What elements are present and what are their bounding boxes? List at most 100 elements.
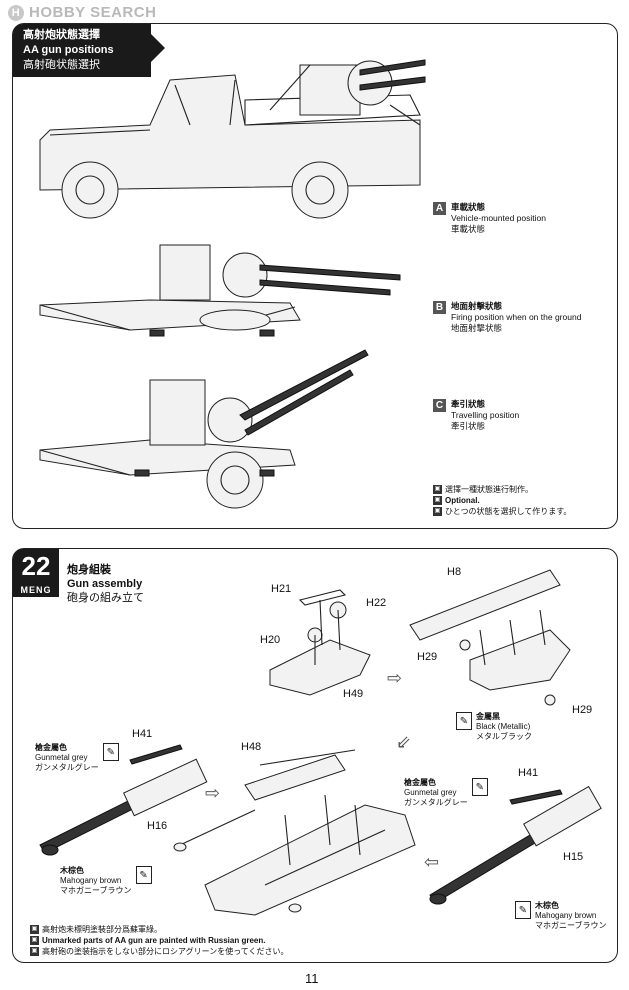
paint-brush-icon: ✎ — [456, 712, 472, 730]
note-jp-icon: ▣ — [30, 947, 39, 957]
subassembly-breech — [269, 589, 371, 696]
arrow-step-2: ⇙ — [396, 732, 411, 753]
part-h41-right: H41 — [518, 767, 539, 779]
aa-header-arrow — [151, 34, 165, 62]
option-a-letter: A — [433, 202, 446, 215]
paint-brush-icon: ✎ — [515, 901, 531, 919]
note-en-icon: ▣ — [30, 936, 39, 946]
paint-mahogany-right: ✎ 木棕色 Mahogany brown マホガニーブラウン — [515, 901, 607, 931]
step22-note-jp: 高射砲の塗装指示をしない部分にロシアグリーンを使ってください。 — [42, 947, 289, 956]
step-number: 22 — [13, 549, 59, 583]
paint-mahogany-left: 木棕色 Mahogany brown マホガニーブラウン ✎ — [60, 866, 152, 896]
paint-gunmetal-right-jp: ガンメタルグレー — [404, 798, 468, 807]
paint-gunmetal-left-cn: 槍金屬色 — [35, 743, 67, 752]
option-a-jp: 車載状態 — [451, 224, 486, 234]
paint-mahogany-right-cn: 木棕色 — [535, 901, 559, 910]
arrow-right-icon — [151, 34, 165, 62]
paint-black-jp: メタルブラック — [476, 732, 532, 741]
watermark-text: HOBBY SEARCH — [29, 4, 157, 21]
aa-positions-header: 高射炮狀態選擇 AA gun positions 高射砲状態選択 — [13, 24, 151, 77]
part-h16: H16 — [147, 820, 168, 832]
barrel-left — [39, 744, 208, 856]
option-a-cn: 車載狀態 — [451, 202, 486, 212]
step22-note-en: Unmarked parts of AA gun are painted wit… — [42, 936, 266, 945]
note-en-icon: ▣ — [433, 496, 442, 506]
watermark-logo: H HOBBY SEARCH — [8, 4, 156, 21]
paint-mahogany-right-en: Mahogany brown — [535, 911, 597, 920]
step22-title-cn: 炮身組裝 — [67, 564, 111, 576]
part-h22: H22 — [366, 597, 387, 609]
illustration-ground-firing — [39, 244, 401, 337]
paint-brush-icon: ✎ — [102, 743, 119, 761]
step22-panel: 22 MENG 炮身組裝 Gun assembly 砲身の組み立て — [12, 548, 618, 963]
option-a: A 車載狀態 Vehicle-mounted position 車載状態 — [433, 202, 546, 235]
part-h49: H49 — [343, 688, 364, 700]
paint-gunmetal-right-cn: 槍金屬色 — [404, 778, 436, 787]
option-b-letter: B — [433, 301, 446, 314]
paint-gunmetal-right: 槍金屬色 Gunmetal grey ガンメタルグレー ✎ — [404, 778, 488, 808]
part-h29-b: H29 — [572, 704, 593, 716]
step22-title-en: Gun assembly — [67, 578, 143, 590]
option-b-jp: 地面射撃状態 — [451, 323, 503, 333]
arrow-down-left-icon: ⇙ — [396, 732, 412, 752]
arrow-right-outline-icon: ⇨ — [205, 783, 221, 803]
option-b: B 地面射擊狀態 Firing position when on the gro… — [433, 301, 581, 334]
option-a-en: Vehicle-mounted position — [451, 213, 546, 223]
part-h8: H8 — [447, 566, 462, 578]
note-cn-icon: ▣ — [30, 925, 39, 935]
part-h20: H20 — [260, 634, 281, 646]
part-h48: H48 — [241, 741, 262, 753]
paint-black-metallic: ✎ 金屬黑 Black (Metallic) メタルブラック — [456, 712, 532, 742]
step22-title-jp: 砲身の組み立て — [67, 592, 144, 604]
option-b-cn: 地面射擊狀態 — [451, 301, 503, 311]
watermark-badge-icon: H — [8, 4, 24, 21]
option-c-cn: 牽引狀態 — [451, 399, 486, 409]
illustration-vehicle-mounted — [39, 59, 426, 219]
arrow-step-1: ⇨ — [387, 668, 402, 689]
paint-black-cn: 金屬黑 — [476, 712, 500, 721]
part-h15: H15 — [563, 851, 584, 863]
paint-brush-icon: ✎ — [135, 866, 152, 884]
note-cn-icon: ▣ — [433, 485, 442, 495]
barrel-right — [429, 785, 602, 905]
paint-gunmetal-left: 槍金屬色 Gunmetal grey ガンメタルグレー ✎ — [35, 743, 119, 773]
option-c-letter: C — [433, 399, 446, 412]
option-c-en: Travelling position — [451, 410, 520, 420]
paint-gunmetal-left-jp: ガンメタルグレー — [35, 763, 99, 772]
paint-gunmetal-left-en: Gunmetal grey — [35, 753, 88, 762]
part-h29-a: H29 — [417, 651, 438, 663]
option-c: C 牽引狀態 Travelling position 牽引状態 — [433, 399, 519, 432]
option-c-jp: 牽引状態 — [451, 421, 486, 431]
note-jp-icon: ▣ — [433, 507, 442, 517]
step22-title: 炮身組裝 Gun assembly 砲身の組み立て — [67, 563, 144, 605]
step22-note-cn: 高射炮未標明塗裝部分爲蘇軍綠。 — [42, 925, 162, 934]
note-en: Optional. — [445, 496, 480, 505]
note-jp: ひとつの状態を選択して作ります。 — [445, 507, 572, 516]
option-b-en: Firing position when on the ground — [451, 312, 582, 322]
illustration-travelling — [39, 349, 369, 509]
note-cn: 選擇一種狀態進行制作。 — [445, 485, 533, 494]
paint-mahogany-right-jp: マホガニーブラウン — [535, 921, 607, 930]
arrow-step-3: ⇨ — [205, 783, 220, 804]
aa-positions-panel: 高射炮狀態選擇 AA gun positions 高射砲状態選択 — [12, 23, 618, 529]
step22-badge: 22 MENG — [13, 549, 59, 597]
arrow-step-4: ⇦ — [424, 852, 439, 873]
part-h41-left: H41 — [132, 728, 153, 740]
arrow-right-outline-icon: ⇨ — [387, 668, 403, 688]
arrow-left-outline-icon: ⇦ — [424, 852, 440, 872]
step22-notes: ▣高射炮未標明塗裝部分爲蘇軍綠。 ▣Unmarked parts of AA g… — [30, 924, 289, 957]
part-h21: H21 — [271, 583, 292, 595]
page-number: 11 — [305, 971, 319, 986]
paint-brush-icon: ✎ — [471, 778, 488, 796]
main-assembly — [173, 749, 416, 916]
subassembly-receiver — [409, 569, 571, 706]
paint-black-en: Black (Metallic) — [476, 722, 531, 731]
aa-title-cn: 高射炮狀態選擇 — [23, 29, 100, 41]
paint-mahogany-left-cn: 木棕色 — [60, 866, 84, 875]
aa-title-en: AA gun positions — [23, 44, 114, 56]
paint-mahogany-left-en: Mahogany brown — [60, 876, 122, 885]
aa-title-jp: 高射砲状態選択 — [23, 59, 100, 71]
optional-notes: ▣選擇一種狀態進行制作。 ▣Optional. ▣ひとつの状態を選択して作ります… — [433, 484, 571, 517]
brand-logo: MENG — [13, 583, 59, 597]
paint-gunmetal-right-en: Gunmetal grey — [404, 788, 457, 797]
